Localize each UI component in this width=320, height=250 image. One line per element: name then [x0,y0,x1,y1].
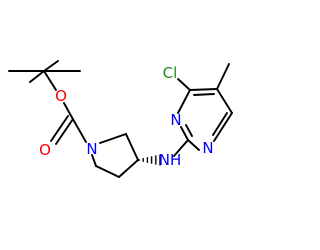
bond-c5-c4 [216,88,233,114]
bond-c6-cl [177,78,191,91]
pyrrolidine-ring [91,133,139,178]
bond-tbu-c-methyl-top [43,60,59,72]
pyrimidine-ring [177,63,233,151]
atom-nitrogen-ring-lower: N [202,139,213,157]
bond-nh-pyrimidine [173,139,189,157]
bond-c2-n3 [187,139,200,151]
bond-c2-c3 [125,133,139,161]
bond-ether-o-carbonyl-c [63,102,71,115]
tert-butyl-group [8,60,81,91]
bond-tbu-c-ether-o [43,70,57,91]
atom-nitrogen-amine: NH [159,151,182,169]
bond-n1-c6 [177,89,191,114]
atom-oxygen-carbonyl: O [39,141,51,159]
bond-c4-n3-inner [212,112,228,136]
molecule-diagram: O O N NH N N Cl [8,60,233,178]
stereo-hash-bond [138,154,161,166]
atom-nitrogen-ring-upper: N [170,111,181,129]
bond-c5-methyl [216,63,230,90]
bond-c4-n3 [213,112,233,142]
carbamate-group [50,102,87,145]
bond-carbonyl-double-b [55,118,74,145]
bond-c3-c4 [118,159,139,178]
bond-tbu-c-methyl-lower [29,70,45,83]
bond-c6-c5-inner [193,93,215,96]
atom-oxygen-ether: O [55,87,67,105]
bond-n-c2 [99,133,127,144]
bond-c4-c5 [95,165,120,178]
bond-carbonyl-double-a [50,115,69,142]
bond-c5-n [91,154,97,167]
bond-c6-c5 [189,88,218,91]
bond-c2-n1-inner [185,124,193,137]
atom-nitrogen-pyrrolidine: N [86,140,97,158]
structure-svg: O O N NH N N Cl [8,60,233,178]
bond-c2-n1 [180,126,189,141]
bond-carbonyl-c-n [69,113,87,143]
atom-chlorine: Cl [163,64,178,82]
